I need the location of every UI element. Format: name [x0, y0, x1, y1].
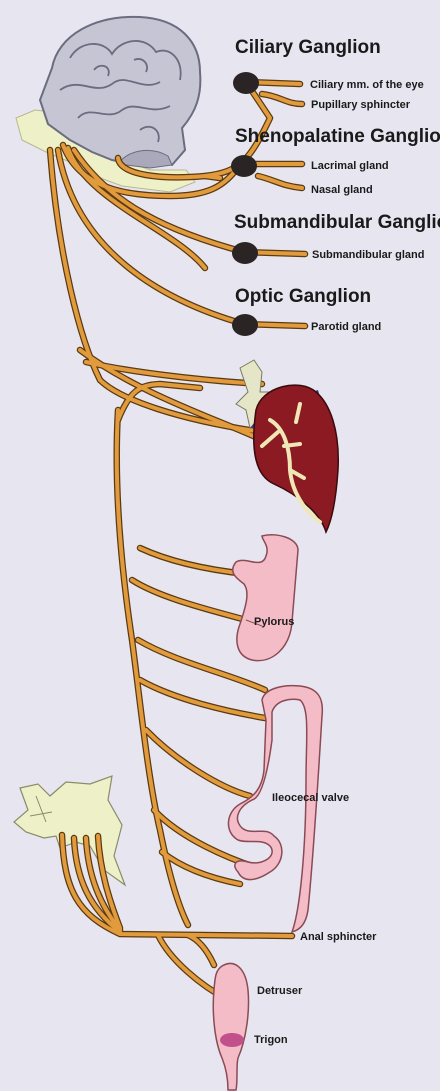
target-submandibular-gland: Submandibular gland: [312, 249, 424, 261]
target-parotid-gland: Parotid gland: [311, 321, 381, 333]
ciliary-ganglion-node: [233, 72, 259, 94]
submandibular-ganglion-node: [232, 242, 258, 264]
ciliary-ganglion-title: Ciliary Ganglion: [235, 37, 381, 58]
sacrum: [14, 776, 125, 885]
target-lacrimal-gland: Lacrimal gland: [311, 160, 389, 172]
bladder: [213, 963, 248, 1090]
target-pupillary-sphincter: Pupillary sphincter: [311, 99, 411, 111]
stomach: [233, 535, 298, 661]
otic-ganglion-title: Optic Ganglion: [235, 286, 371, 307]
sphenopalatine-ganglion-node: [231, 155, 257, 177]
label-anal-sphincter: Anal sphincter: [300, 931, 377, 943]
otic-ganglion-node: [232, 314, 258, 336]
label-pylorus: Pylorus: [254, 616, 294, 628]
intestines: [228, 686, 322, 932]
heart: [236, 360, 338, 532]
label-detruser: Detruser: [257, 985, 303, 997]
sphenopalatine-ganglion-title: Shenopalatine Ganglion: [235, 126, 440, 147]
label-trigon: Trigon: [254, 1034, 288, 1046]
target-ciliary-muscles: Ciliary mm. of the eye: [310, 79, 424, 91]
submandibular-ganglion-title: Submandibular Ganglion: [234, 212, 440, 233]
target-nasal-gland: Nasal gland: [311, 184, 373, 196]
label-ileocecal-valve: Ileocecal valve: [272, 792, 349, 804]
